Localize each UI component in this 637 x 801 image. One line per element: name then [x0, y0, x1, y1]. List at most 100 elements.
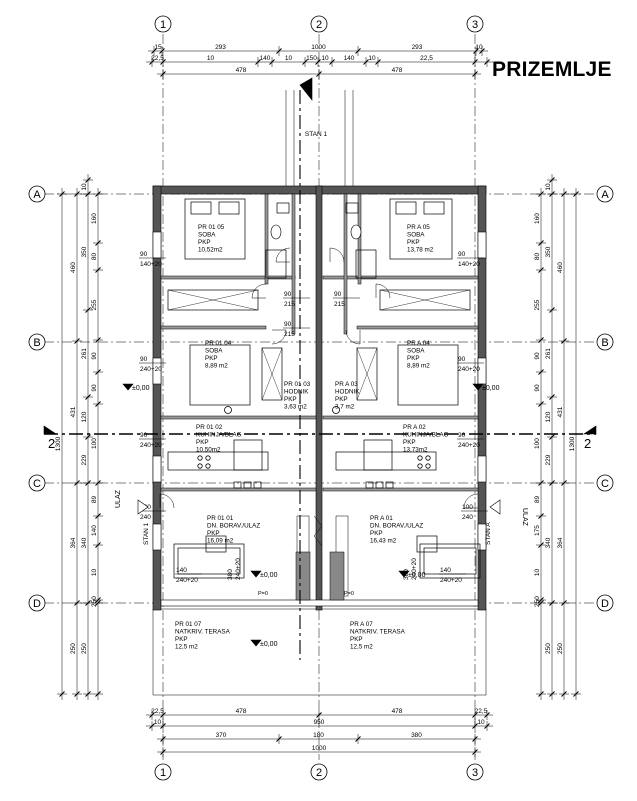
grid-bubble: [28, 185, 46, 203]
dimension-tick: [472, 749, 478, 755]
room-floor: PKP: [175, 636, 188, 643]
grid-bubble: [28, 594, 46, 612]
room-area: 13,78 m2: [407, 247, 434, 254]
p0-label: P=0: [258, 591, 268, 597]
dimension-value: 10: [285, 55, 293, 62]
section-label: 2: [584, 436, 591, 451]
room-id: PR A 07: [350, 621, 373, 628]
dimension-value: 478: [392, 67, 403, 74]
room-floor: PKP: [196, 439, 209, 446]
dimension-tick: [85, 691, 91, 697]
chair-icon: [243, 481, 252, 489]
dimension-tick: [95, 600, 101, 606]
opening-height: 240+20: [140, 366, 162, 373]
grid-bubble: [154, 15, 172, 33]
dimension-tick: [561, 480, 567, 486]
window-opening: [477, 231, 487, 259]
dimension-value: 80: [91, 253, 98, 261]
window-opening: [152, 523, 162, 551]
dining-table-icon: [363, 439, 393, 471]
dimension-tick: [74, 600, 80, 606]
dimension-tick: [538, 513, 544, 519]
dimension-value: 160: [91, 213, 98, 224]
dimension-tick: [151, 48, 157, 54]
grid-label-column: 2: [316, 19, 322, 31]
chair-icon: [365, 481, 374, 489]
grid-bubble: [466, 15, 484, 33]
room-floor: PKP: [350, 636, 363, 643]
dimension-tick: [85, 434, 91, 440]
dimension-value: 10: [368, 55, 376, 62]
grid-label-row: C: [33, 478, 41, 490]
opening-height: 215: [284, 301, 295, 308]
dimension-tick: [85, 177, 91, 183]
grid-bubble: [154, 763, 172, 781]
dimension-tick: [538, 401, 544, 407]
dimension-tick: [538, 691, 544, 697]
grid-bubble: [28, 333, 46, 351]
dimension-value: 140: [91, 525, 98, 536]
toilet-icon: [350, 224, 362, 240]
grid-label-row: B: [33, 337, 40, 349]
room-name: HODNIK: [335, 389, 360, 396]
toilet-icon: [270, 224, 282, 240]
room-area: 13,73m2: [403, 447, 428, 454]
dimension-value: 364: [557, 537, 564, 548]
dimension-tick: [85, 600, 91, 606]
dimension-tick: [561, 600, 567, 606]
dimension-tick: [549, 307, 555, 313]
dimension-tick: [74, 691, 80, 697]
section-arrow-icon: [43, 425, 57, 435]
dimension-tick: [276, 48, 282, 54]
dimension-tick: [95, 191, 101, 197]
wall-interior: [322, 275, 479, 280]
opening-height: 240+20: [411, 558, 418, 580]
dimension-tick: [549, 600, 555, 606]
sink-icon: [224, 406, 232, 414]
dimension-value: 90: [534, 384, 541, 392]
opening-height: 240+20: [458, 366, 480, 373]
drawing-title: PRIZEMLJE: [492, 58, 612, 81]
section-label: 2: [48, 436, 55, 451]
room-name: SOBA: [205, 348, 223, 355]
dimension-tick: [355, 48, 361, 54]
wall-interior: [160, 415, 317, 420]
grid-bubble: [596, 185, 614, 203]
dimension-value: 229: [81, 454, 88, 465]
level-label: ±0,00: [132, 385, 150, 392]
room-floor: PKP: [335, 396, 348, 403]
sink-icon: [332, 406, 340, 414]
room-id: PR 01 01: [207, 515, 234, 522]
wall-interior: [160, 275, 296, 280]
dimension-tick: [95, 542, 101, 548]
window-opening: [152, 357, 162, 385]
dimension-tick: [74, 480, 80, 486]
dimension-tick: [549, 480, 555, 486]
room-id: PR 01 04: [205, 340, 232, 347]
wall-interior: [322, 487, 479, 492]
room-id: PR A 01: [370, 515, 393, 522]
wall-interior: [264, 193, 269, 285]
dimension-tick: [315, 59, 321, 65]
unit-label: STAN 1: [143, 522, 150, 545]
dimension-value: 89: [91, 496, 98, 504]
grid-bubble: [596, 333, 614, 351]
grid-label-column: 1: [160, 767, 166, 779]
dimension-value: 100: [91, 438, 98, 449]
dimension-tick: [549, 691, 555, 697]
zigzag-icon: [313, 515, 323, 547]
dimension-value: 160: [534, 213, 541, 224]
opening-width: 90: [458, 432, 466, 439]
stair-icon: [329, 551, 345, 601]
dimension-value: 250: [70, 643, 77, 654]
dimension-tick: [472, 712, 478, 718]
room-floor: PKP: [205, 355, 218, 362]
door-swing-icon: [275, 247, 291, 263]
opening-width: 90: [140, 432, 148, 439]
dimension-value: 350: [81, 246, 88, 257]
door-swing-icon: [375, 283, 391, 299]
dimension-tick: [549, 434, 555, 440]
dimension-tick: [375, 59, 381, 65]
room-id: PR 01 02: [196, 424, 223, 431]
